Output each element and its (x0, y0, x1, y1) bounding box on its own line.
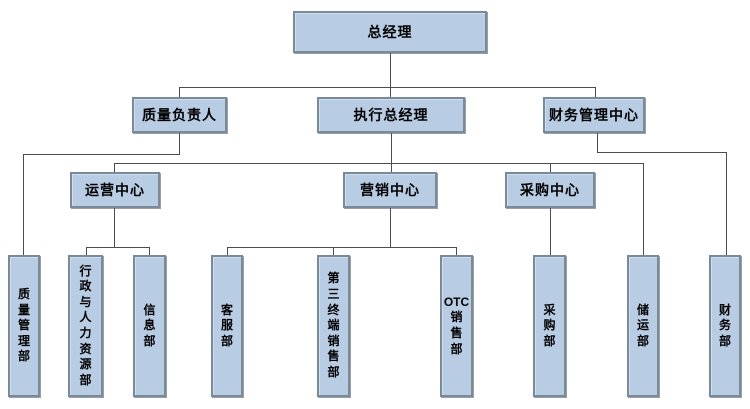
org-node-executive-gm: 执行总经理 (317, 97, 465, 133)
connector-line (227, 247, 228, 255)
org-node-label: 客服部 (220, 302, 233, 348)
connector-line (390, 87, 391, 97)
connector-line (23, 154, 180, 155)
org-node-label: 第三终端销售部 (327, 271, 340, 379)
connector-line (179, 87, 180, 97)
connector-line (550, 163, 551, 172)
org-node-storage-transport-dept: 储运部 (627, 255, 659, 397)
connector-line (23, 154, 24, 255)
org-node-label: 储运部 (636, 302, 649, 348)
org-node-operations-center: 运营中心 (70, 172, 160, 208)
connector-line (179, 133, 180, 154)
org-node-label: 采购部 (543, 302, 556, 348)
connector-line (456, 247, 457, 255)
org-node-information-dept: 信息部 (133, 255, 166, 397)
org-node-label: 行政与人力资源部 (79, 263, 92, 387)
connector-line (391, 133, 392, 163)
connector-line (114, 208, 115, 247)
connector-line (149, 247, 150, 255)
connector-line (391, 163, 392, 172)
org-node-label: 采购中心 (520, 182, 580, 198)
org-node-marketing-center: 营销中心 (343, 172, 437, 208)
connector-line (86, 247, 150, 248)
org-node-label: 总经理 (367, 24, 413, 40)
org-node-finance-dept: 财务部 (709, 255, 741, 397)
connector-line (114, 163, 644, 164)
org-node-general-manager: 总经理 (293, 11, 487, 53)
org-node-label: 财务管理中心 (549, 107, 639, 123)
org-node-purchasing-center: 采购中心 (505, 172, 595, 208)
org-node-label: 执行总经理 (353, 107, 429, 123)
org-node-label: 质量管理部 (17, 287, 30, 364)
org-node-quality-lead: 质量负责人 (132, 97, 227, 133)
org-node-label: 质量负责人 (142, 107, 217, 123)
org-node-label: 财务部 (718, 302, 731, 348)
connector-line (227, 247, 457, 248)
connector-line (595, 87, 596, 97)
connector-line (333, 247, 334, 255)
org-node-purchasing-dept: 采购部 (533, 255, 566, 397)
connector-line (179, 87, 596, 88)
org-node-label: 运营中心 (85, 182, 145, 198)
org-node-third-terminal-sales-dept: 第三终端销售部 (317, 255, 350, 397)
connector-line (597, 152, 726, 153)
connector-line (390, 208, 391, 247)
connector-line (597, 133, 598, 152)
org-node-finance-management-center: 财务管理中心 (543, 97, 645, 133)
org-node-quality-management-dept: 质量管理部 (8, 255, 40, 397)
org-node-customer-service-dept: 客服部 (211, 255, 243, 397)
connector-line (114, 163, 115, 172)
connector-line (390, 53, 391, 87)
connector-line (726, 152, 727, 255)
org-node-label: 信息部 (143, 302, 156, 348)
org-node-label: 营销中心 (360, 182, 420, 198)
connector-line (86, 247, 87, 255)
connector-line (643, 163, 644, 255)
connector-line (550, 208, 551, 255)
org-node-admin-hr-dept: 行政与人力资源部 (68, 255, 103, 397)
